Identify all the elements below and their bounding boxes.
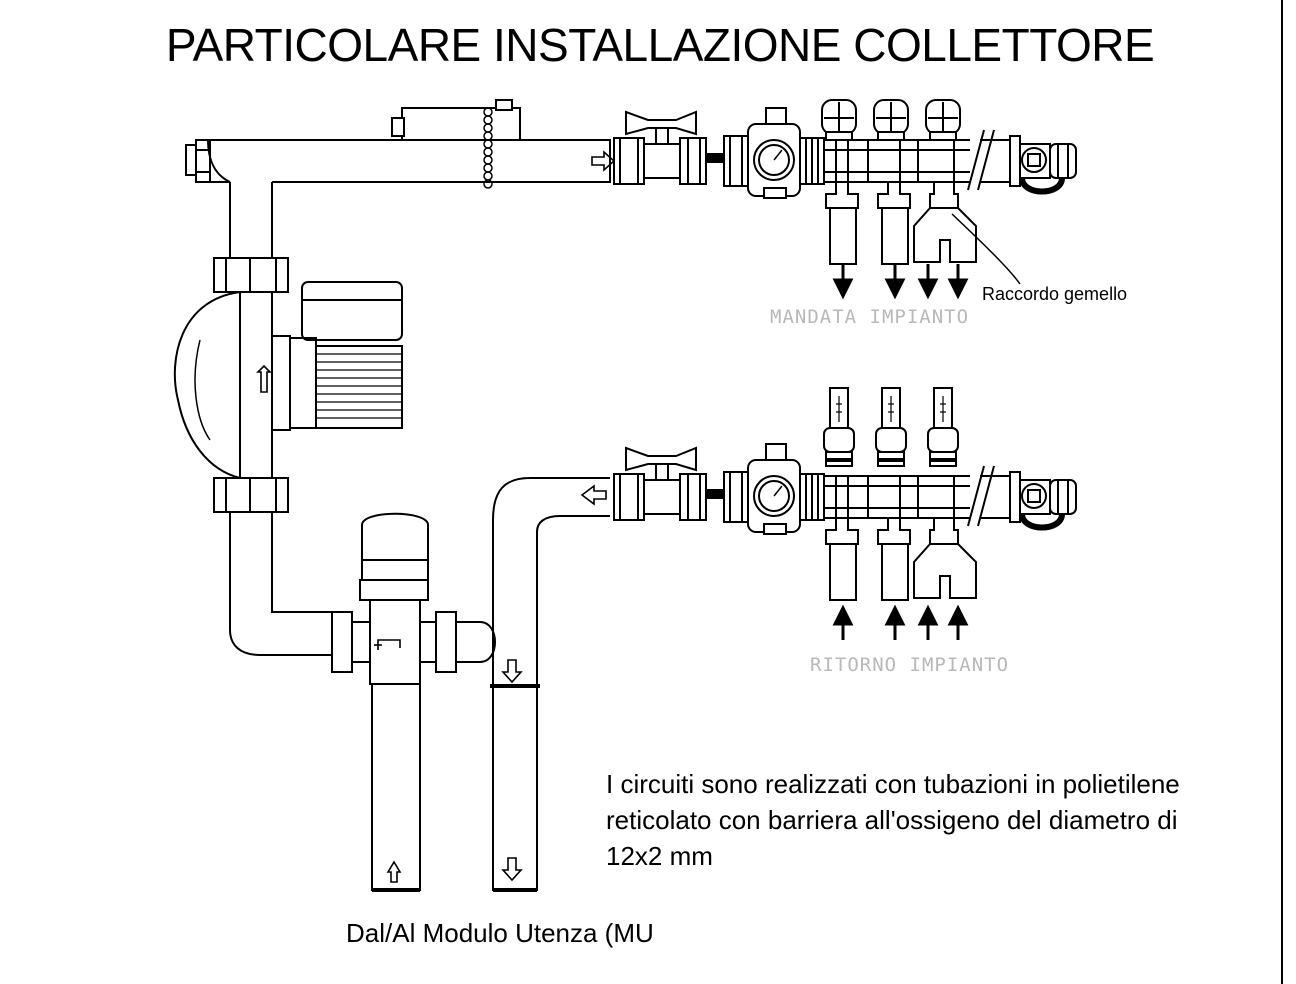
return-up-arrows (832, 604, 969, 640)
frame-border (1281, 0, 1283, 984)
supply-pipe (185, 139, 611, 183)
supply-actuator (391, 99, 521, 189)
source-caption: Dal/Al Modulo Utenza (MU (346, 918, 654, 948)
mixing-valve (331, 512, 496, 685)
return-ball-valve (613, 446, 727, 521)
supply-down-arrows (832, 264, 969, 300)
supply-ball-valve (613, 110, 727, 185)
note-line: 12x2 mm (606, 841, 713, 871)
circulator-pump (173, 257, 403, 513)
supply-label: MANDATA IMPIANTO (770, 306, 970, 328)
return-manifold (723, 387, 1077, 601)
mu-pipes (371, 659, 540, 892)
twin-fitting-leader (951, 213, 1021, 285)
note-line: reticolato con barriera all'ossigeno del… (606, 805, 1178, 835)
pump-to-valve-pipe (229, 512, 332, 656)
note-line: I circuiti sono realizzati con tubazioni… (606, 769, 1180, 799)
supply-flow-arrow-icon (591, 150, 616, 172)
supply-manifold (723, 99, 1077, 265)
return-flow-arrow-icon (580, 484, 607, 506)
circuit-note: I circuiti sono realizzati con tubazioni… (606, 766, 1286, 874)
diagram-title: PARTICOLARE INSTALLAZIONE COLLETTORE (165, 19, 1155, 71)
return-label: RITORNO IMPIANTO (810, 654, 1010, 676)
twin-fitting-label: Raccordo gemello (982, 284, 1128, 304)
return-pipe (492, 477, 610, 686)
